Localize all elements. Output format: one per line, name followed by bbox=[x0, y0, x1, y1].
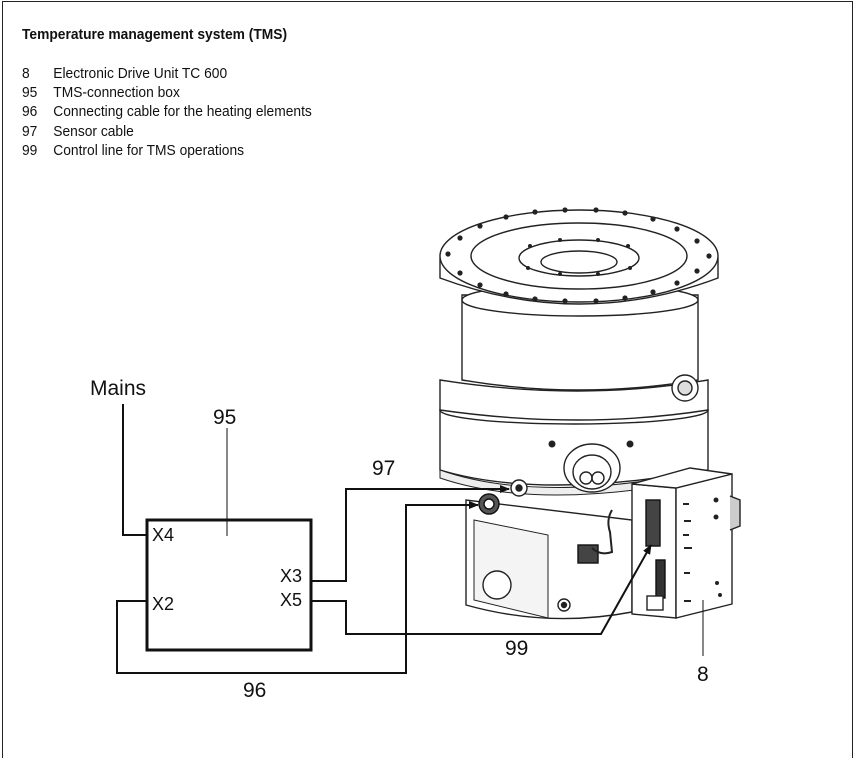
legend-number: 95 bbox=[22, 84, 38, 102]
legend-number: 99 bbox=[22, 141, 38, 159]
legend-number: 97 bbox=[22, 122, 38, 140]
legend-item-99: 99 Control line for TMS operations bbox=[22, 141, 312, 160]
legend-text: Sensor cable bbox=[53, 122, 134, 140]
pump-bolt-b bbox=[626, 440, 634, 448]
drive-unit-terminal bbox=[655, 559, 666, 599]
control-line-99 bbox=[311, 544, 652, 635]
port-label-x2: X2 bbox=[152, 594, 174, 614]
legend-text: Electronic Drive Unit TC 600 bbox=[53, 65, 228, 82]
drive-unit-handle bbox=[729, 495, 741, 531]
drive-unit-connector-strip bbox=[645, 499, 661, 547]
sensor-fitting-core bbox=[515, 484, 523, 492]
drive-unit-side bbox=[675, 473, 733, 619]
pump-vent-screw-center bbox=[560, 601, 568, 609]
heating-cable-96 bbox=[116, 501, 479, 674]
callout-96: 96 bbox=[243, 679, 266, 702]
heater-connector-ring bbox=[483, 498, 495, 510]
pump-flange-center bbox=[540, 250, 618, 274]
legend-item-97: 97 Sensor cable bbox=[22, 122, 312, 141]
turbopump-illustration bbox=[439, 207, 719, 620]
port-label-x3: X3 bbox=[280, 566, 302, 586]
mains-line bbox=[122, 404, 147, 536]
legend-text: Connecting cable for the heating element… bbox=[53, 103, 312, 121]
legend-text: TMS-connection box bbox=[53, 84, 180, 102]
tms-connection-box bbox=[145, 518, 313, 652]
frame-border-right bbox=[852, 1, 853, 758]
callout-8: 8 bbox=[697, 663, 709, 686]
figure-heading: Temperature management system (TMS) bbox=[22, 26, 288, 43]
pump-window bbox=[572, 454, 612, 490]
drive-unit-top bbox=[631, 467, 733, 489]
port-label-x5: X5 bbox=[280, 590, 302, 610]
box-label-95: 95 bbox=[213, 406, 236, 429]
pump-upper-band bbox=[439, 379, 709, 421]
flange-bolt-holes bbox=[445, 207, 712, 304]
callout-99: 99 bbox=[505, 637, 528, 660]
legend-number: 96 bbox=[22, 103, 38, 121]
legend-item-95: 95 TMS-connection box bbox=[22, 83, 312, 102]
electronic-drive-unit bbox=[631, 467, 741, 619]
wiring bbox=[116, 404, 704, 674]
drive-unit-lower-port bbox=[646, 595, 664, 611]
pump-window-rod-b bbox=[591, 471, 605, 485]
frame-border-left bbox=[2, 1, 3, 758]
frame-border-top bbox=[2, 1, 853, 2]
legend-text: Control line for TMS operations bbox=[53, 141, 245, 159]
legend-number: 8 bbox=[22, 65, 30, 82]
legend-item-96: 96 Connecting cable for the heating eleme… bbox=[22, 102, 312, 121]
callout-97: 97 bbox=[372, 457, 395, 480]
pump-side-knob-inner bbox=[677, 380, 693, 396]
pump-coolant-pipe bbox=[591, 509, 614, 555]
sensor-cable-97 bbox=[311, 485, 510, 582]
port-label-x4: X4 bbox=[152, 525, 174, 545]
legend-list: 8 Electronic Drive Unit TC 600 95 TMS-conn… bbox=[22, 64, 312, 160]
drive-unit-labels bbox=[683, 497, 722, 602]
legend-item-8: 8 Electronic Drive Unit TC 600 bbox=[22, 64, 312, 83]
pump-lower-connector bbox=[577, 544, 599, 564]
pump-bolt-a bbox=[548, 440, 556, 448]
pump-port-circle bbox=[482, 570, 512, 600]
mains-label: Mains bbox=[90, 377, 146, 400]
